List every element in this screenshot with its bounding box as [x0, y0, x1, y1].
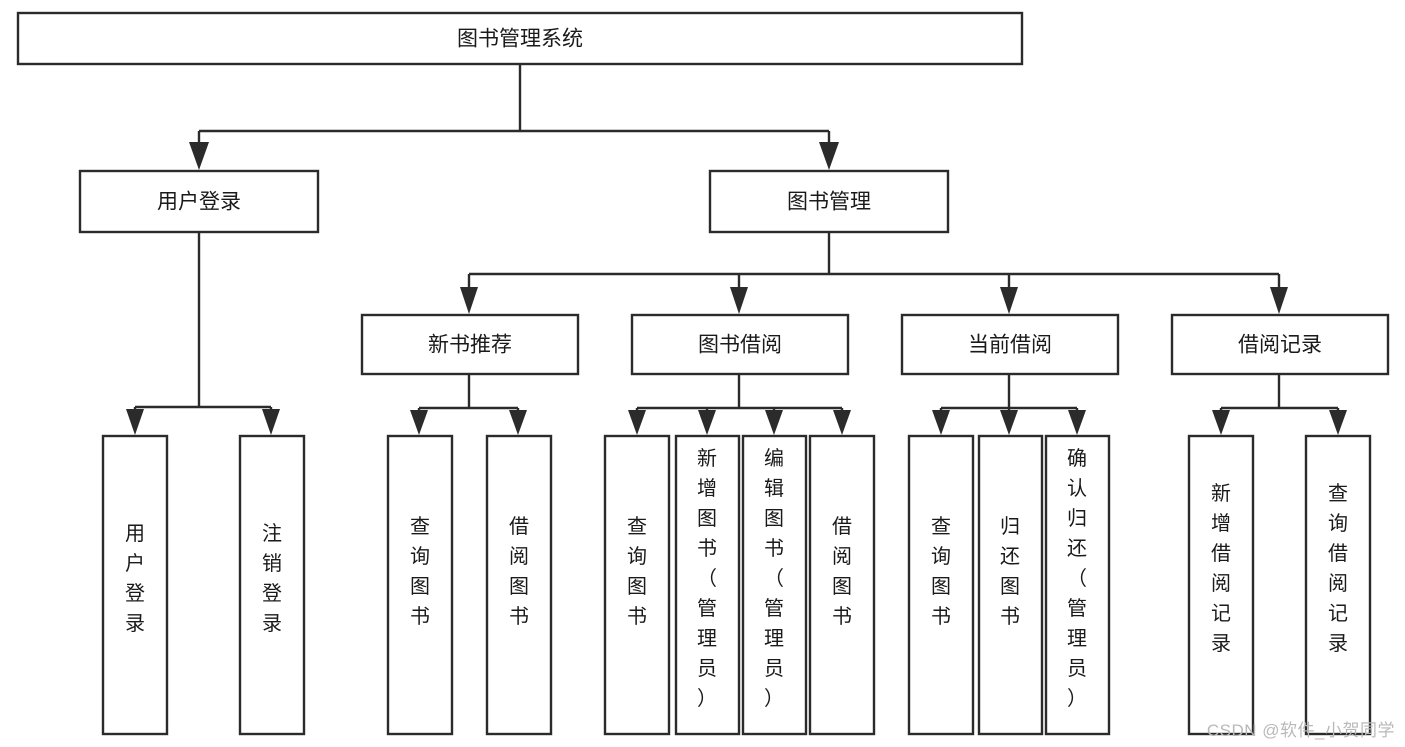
node-root-label: 图书管理系统 — [457, 28, 583, 51]
arrowhead-leaf-query-book-2 — [628, 410, 646, 435]
node-current-borrow-label: 当前借阅 — [968, 334, 1052, 357]
node-leaf-add-book-label: 新增图书（管理员） — [697, 447, 717, 710]
node-leaf-query-book-3[interactable]: 查询图书 — [907, 434, 975, 736]
node-leaf-add-book[interactable]: 新增图书（管理员） — [674, 434, 741, 736]
node-root-box[interactable] — [16, 11, 1024, 66]
node-leaf-query-book-3-label: 查询图书 — [931, 515, 951, 628]
node-borrow-record[interactable]: 借阅记录 — [1170, 313, 1390, 376]
node-leaf-add-record-box[interactable] — [1187, 434, 1255, 736]
connector-group-current-borrow — [932, 374, 1086, 435]
node-leaf-confirm-return-label: 确认归还（管理员） — [1067, 447, 1087, 710]
node-leaf-edit-book-box[interactable] — [741, 434, 808, 736]
arrowhead-leaf-query-record — [1329, 410, 1347, 435]
connector-group-new-book-recommend — [410, 374, 527, 435]
arrowhead-leaf-borrow-book-1 — [509, 410, 527, 435]
arrowhead-leaf-query-book-3 — [932, 410, 950, 435]
arrowhead-user-login — [189, 142, 209, 170]
arrowhead-leaf-user-login — [126, 409, 144, 435]
node-leaf-return-book-label: 归还图书 — [1000, 515, 1020, 628]
node-leaf-user-login-label: 用户登录 — [125, 523, 145, 635]
arrowhead-leaf-borrow-book-2 — [833, 410, 851, 435]
node-leaf-borrow-book-2-box[interactable] — [808, 434, 876, 736]
node-leaf-return-book[interactable]: 归还图书 — [977, 434, 1044, 736]
node-leaf-add-record[interactable]: 新增借阅记录 — [1187, 434, 1255, 736]
node-leaf-add-book-box[interactable] — [674, 434, 741, 736]
node-borrow-record-label: 借阅记录 — [1238, 334, 1322, 357]
arrowhead-leaf-edit-book — [765, 410, 783, 435]
node-leaf-query-book-2-box[interactable] — [603, 434, 671, 736]
node-book-manage[interactable]: 图书管理 — [708, 169, 950, 234]
node-leaf-query-book-3-box[interactable] — [907, 434, 975, 736]
arrowhead-leaf-logout-login — [262, 409, 280, 435]
node-leaf-query-record-label: 查询借阅记录 — [1328, 482, 1348, 655]
node-user-login-box[interactable] — [78, 169, 320, 234]
arrowhead-new-book-recommend — [460, 287, 478, 314]
node-leaf-query-book-1-box[interactable] — [386, 434, 454, 736]
arrowhead-leaf-confirm-return — [1068, 410, 1086, 435]
node-new-book-recommend[interactable]: 新书推荐 — [360, 313, 580, 376]
arrowhead-current-borrow — [1000, 287, 1018, 314]
node-leaf-query-book-2[interactable]: 查询图书 — [603, 434, 671, 736]
connector-group-root — [189, 64, 839, 170]
node-book-manage-label: 图书管理 — [787, 191, 871, 214]
connector-group-book-manage — [460, 232, 1288, 314]
node-leaf-user-login[interactable]: 用户登录 — [101, 434, 169, 736]
node-leaf-query-record[interactable]: 查询借阅记录 — [1304, 434, 1372, 736]
node-user-login[interactable]: 用户登录 — [78, 169, 320, 234]
node-leaf-query-book-1[interactable]: 查询图书 — [386, 434, 454, 736]
node-leaf-query-record-box[interactable] — [1304, 434, 1372, 736]
node-leaf-confirm-return[interactable]: 确认归还（管理员） — [1044, 434, 1111, 736]
node-leaf-edit-book[interactable]: 编辑图书（管理员） — [741, 434, 808, 736]
node-borrow-record-box[interactable] — [1170, 313, 1390, 376]
node-book-borrow-label: 图书借阅 — [698, 334, 782, 357]
node-user-login-label: 用户登录 — [157, 191, 241, 214]
node-leaf-logout-login-box[interactable] — [238, 434, 306, 736]
arrowhead-book-borrow — [730, 287, 748, 314]
arrowhead-leaf-add-book — [698, 410, 716, 435]
node-leaf-query-book-1-label: 查询图书 — [410, 515, 430, 628]
connector-group-book-borrow — [628, 374, 851, 435]
node-root[interactable]: 图书管理系统 — [16, 11, 1024, 66]
node-leaf-borrow-book-1[interactable]: 借阅图书 — [485, 434, 553, 736]
arrowhead-leaf-return-book — [1000, 410, 1018, 435]
node-new-book-recommend-label: 新书推荐 — [428, 334, 512, 357]
node-leaf-borrow-book-1-box[interactable] — [485, 434, 553, 736]
node-leaf-return-book-box[interactable] — [977, 434, 1044, 736]
connector-group-user-login — [126, 232, 280, 435]
node-current-borrow[interactable]: 当前借阅 — [900, 313, 1120, 376]
node-book-manage-box[interactable] — [708, 169, 950, 234]
node-leaf-borrow-book-1-label: 借阅图书 — [509, 515, 529, 628]
arrowhead-borrow-record — [1270, 287, 1288, 314]
node-leaf-borrow-book-2-label: 借阅图书 — [832, 515, 852, 628]
node-leaf-user-login-box[interactable] — [101, 434, 169, 736]
node-leaf-logout-login[interactable]: 注销登录 — [238, 434, 306, 736]
arrowhead-book-manage — [819, 142, 839, 170]
node-leaf-query-book-2-label: 查询图书 — [627, 515, 647, 628]
arrowhead-leaf-query-book-1 — [410, 410, 428, 435]
arrowhead-leaf-add-record — [1212, 410, 1230, 435]
node-leaf-add-record-label: 新增借阅记录 — [1211, 482, 1231, 655]
node-current-borrow-box[interactable] — [900, 313, 1120, 376]
connector-group-borrow-record — [1212, 374, 1347, 435]
node-leaf-confirm-return-box[interactable] — [1044, 434, 1111, 736]
node-leaf-logout-login-label: 注销登录 — [262, 522, 282, 635]
node-book-borrow-box[interactable] — [630, 313, 850, 376]
csdn-watermark: CSDN @软件_小贺同学 — [1206, 721, 1395, 740]
node-book-borrow[interactable]: 图书借阅 — [630, 313, 850, 376]
node-leaf-borrow-book-2[interactable]: 借阅图书 — [808, 434, 876, 736]
node-leaf-edit-book-label: 编辑图书（管理员） — [764, 447, 784, 710]
node-new-book-recommend-box[interactable] — [360, 313, 580, 376]
